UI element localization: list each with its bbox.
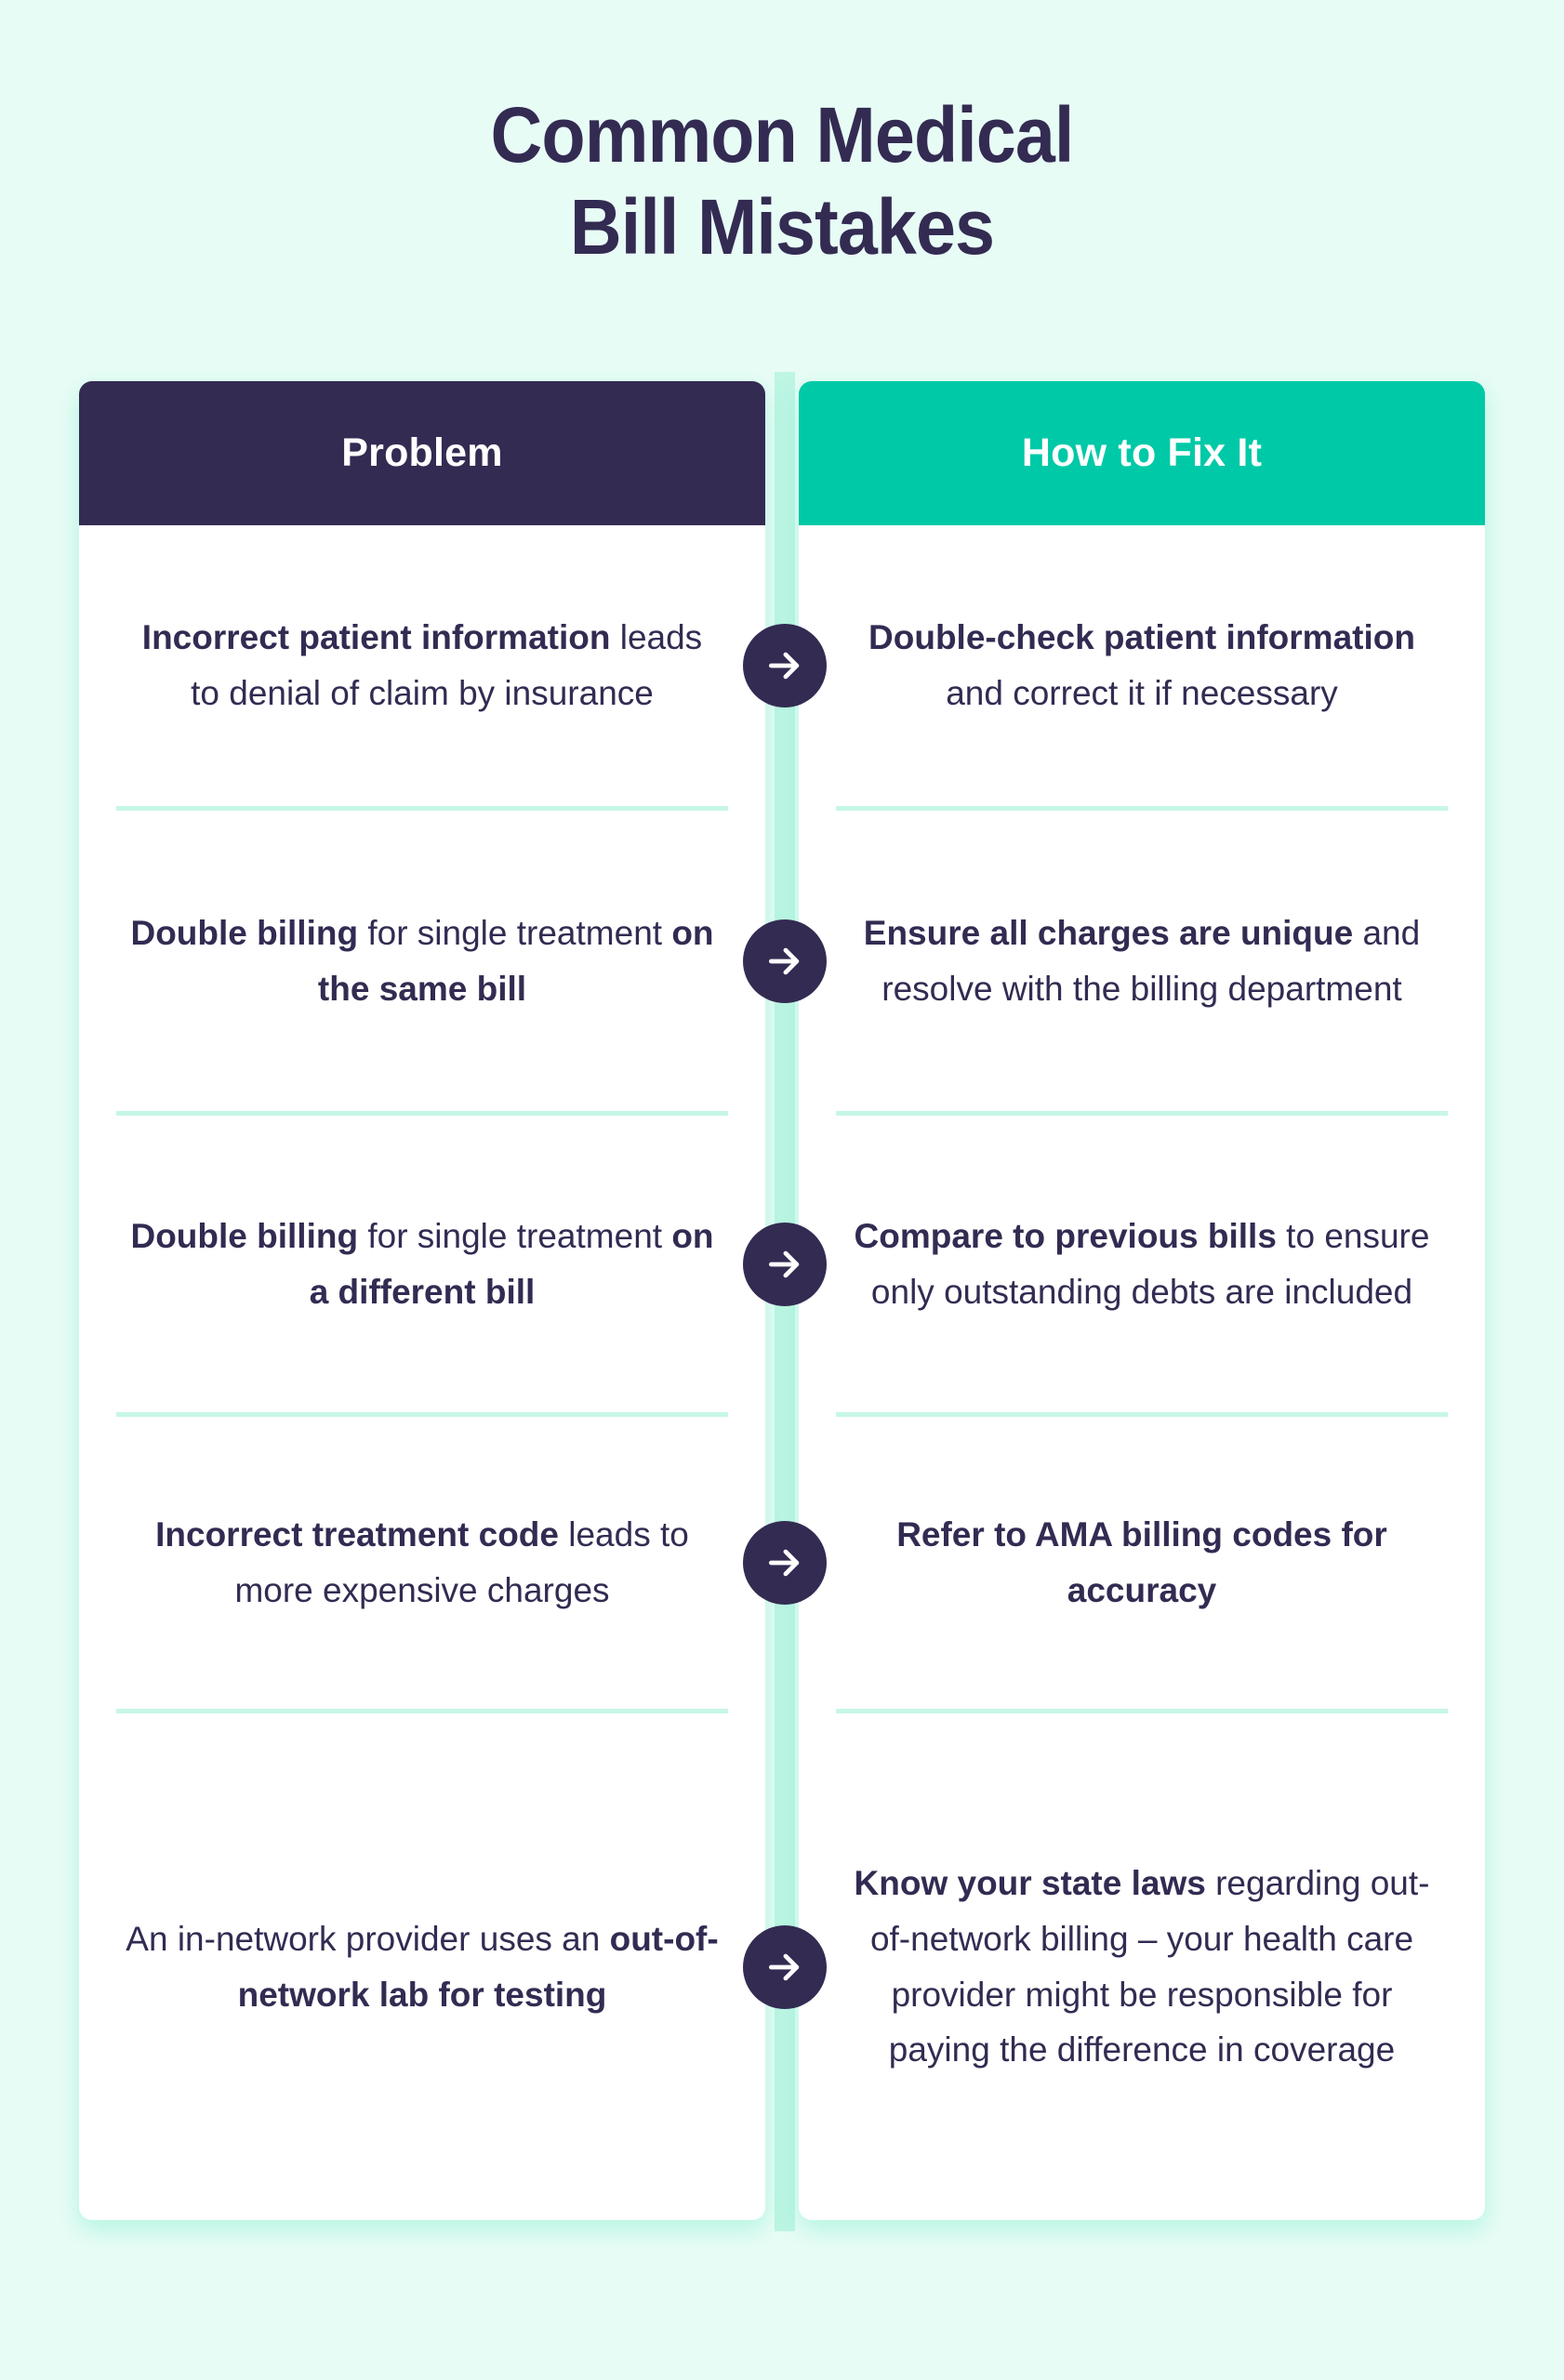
cell-text: Know your state laws regarding out-of-ne… <box>844 1856 1439 2079</box>
page-title: Common Medical Bill Mistakes <box>62 89 1501 273</box>
problem-cell-list: Incorrect patient information leads to d… <box>79 525 765 2220</box>
fix-cell-list: Double-check patient information and cor… <box>799 525 1485 2220</box>
cell-text: Double-check patient information and cor… <box>844 610 1439 721</box>
table-row: Refer to AMA billing codes for accuracy <box>799 1417 1485 1709</box>
row-divider <box>836 1111 1448 1116</box>
arrow-right-icon <box>743 1222 827 1306</box>
column-header-fix: How to Fix It <box>799 381 1485 525</box>
text-normal: and resolve with the billing department <box>881 913 1421 1008</box>
text-normal: regarding out-of-network billing – your … <box>869 1863 1430 2069</box>
table-row: Double billing for single treatment on a… <box>79 1116 765 1412</box>
text-emphasis: Refer to AMA billing codes for accuracy <box>896 1515 1387 1609</box>
table-row: Incorrect treatment code leads to more e… <box>79 1417 765 1709</box>
cell-text: Incorrect patient information leads to d… <box>125 610 720 721</box>
title-line-2: Bill Mistakes <box>569 183 995 271</box>
arrow-right-icon <box>743 624 827 707</box>
text-emphasis: Double-check patient information <box>868 618 1415 657</box>
arrow-right-icon <box>743 1924 827 2009</box>
row-divider <box>836 806 1448 811</box>
comparison-board: Problem Incorrect patient information le… <box>79 372 1485 2231</box>
title-line-1: Common Medical <box>490 91 1075 178</box>
text-emphasis: on a different bill <box>309 1216 714 1311</box>
text-normal: An in-network provider uses an <box>126 1919 610 1958</box>
table-row: Know your state laws regarding out-of-ne… <box>799 1713 1485 2220</box>
column-fix: How to Fix It Double-check patient infor… <box>799 381 1485 2220</box>
arrow-right-icon <box>743 919 827 1003</box>
text-emphasis: on the same bill <box>317 913 714 1008</box>
cell-text: Refer to AMA billing codes for accuracy <box>844 1507 1439 1619</box>
columns-wrapper: Problem Incorrect patient information le… <box>79 381 1485 2220</box>
text-emphasis: Compare to previous bills <box>854 1216 1277 1255</box>
table-row: An in-network provider uses an out-of-ne… <box>79 1713 765 2220</box>
text-emphasis: out-of-network lab for testing <box>237 1919 719 2014</box>
column-problem: Problem Incorrect patient information le… <box>79 381 765 2220</box>
row-divider <box>116 806 728 811</box>
cell-text: Ensure all charges are unique and resolv… <box>844 906 1439 1017</box>
cell-text: Incorrect treatment code leads to more e… <box>125 1507 720 1619</box>
text-emphasis: Double billing <box>130 913 359 952</box>
table-row: Double-check patient information and cor… <box>799 525 1485 806</box>
table-row: Compare to previous bills to ensure only… <box>799 1116 1485 1412</box>
cell-text: Double billing for single treatment on a… <box>125 1209 720 1320</box>
cell-text: Compare to previous bills to ensure only… <box>844 1209 1439 1320</box>
text-normal: to ensure only outstanding debts are inc… <box>870 1216 1430 1311</box>
text-normal: leads to more expensive charges <box>234 1515 689 1609</box>
text-emphasis: Double billing <box>130 1216 359 1255</box>
arrow-right-icon <box>743 1521 827 1605</box>
table-row: Ensure all charges are unique and resolv… <box>799 811 1485 1111</box>
row-divider <box>116 1111 728 1116</box>
table-row: Double billing for single treatment on t… <box>79 811 765 1111</box>
arrow-layer <box>79 381 1485 2220</box>
row-divider <box>836 1412 1448 1417</box>
row-divider <box>116 1412 728 1417</box>
text-normal: for single treatment <box>358 913 672 952</box>
table-row: Incorrect patient information leads to d… <box>79 525 765 806</box>
cell-text: An in-network provider uses an out-of-ne… <box>125 1911 720 2023</box>
text-emphasis: Ensure all charges are unique <box>863 913 1354 952</box>
text-emphasis: Incorrect treatment code <box>155 1515 559 1554</box>
text-normal: leads to denial of claim by insurance <box>191 618 703 712</box>
row-divider <box>116 1709 728 1713</box>
text-normal: and correct it if necessary <box>946 674 1338 712</box>
text-normal: for single treatment <box>358 1216 672 1255</box>
cell-text: Double billing for single treatment on t… <box>125 906 720 1017</box>
column-header-problem: Problem <box>79 381 765 525</box>
text-emphasis: Incorrect patient information <box>141 618 611 657</box>
row-divider <box>836 1709 1448 1713</box>
text-emphasis: Know your state laws <box>854 1863 1206 1902</box>
